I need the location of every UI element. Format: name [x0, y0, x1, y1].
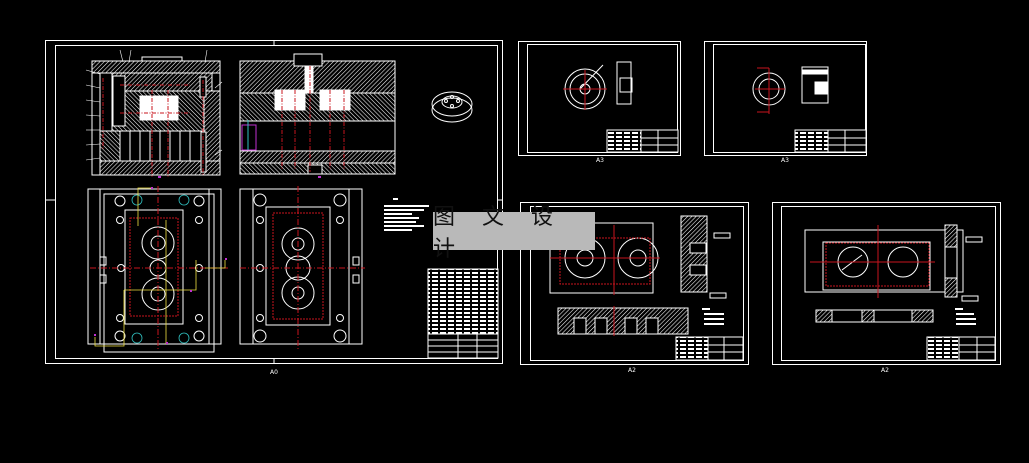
sheet-label-part-4: A2	[881, 367, 889, 374]
sheet-part-3	[520, 202, 749, 365]
section-view-front	[85, 49, 223, 178]
sheet-label-part-1: A3	[596, 157, 604, 164]
sheet-label-part-2: A3	[781, 157, 789, 164]
watermark-overlay: 图 文 设 计	[433, 205, 595, 262]
sheet-label-part-3: A2	[628, 367, 636, 374]
title-block-bom	[427, 268, 499, 359]
plan-view-fixed-half	[239, 186, 365, 350]
part-isometric-view	[431, 91, 473, 123]
plan-view-moving-half	[87, 186, 230, 353]
sheet-part-4	[772, 202, 1001, 365]
section-view-side	[239, 53, 396, 178]
sheet-inner-border	[55, 45, 498, 359]
sheet-label-assembly: A0	[270, 369, 278, 376]
sheet-part-2	[704, 41, 867, 156]
sheet-part-1	[518, 41, 681, 156]
technical-notes	[384, 198, 429, 231]
sheet-assembly	[45, 40, 503, 364]
